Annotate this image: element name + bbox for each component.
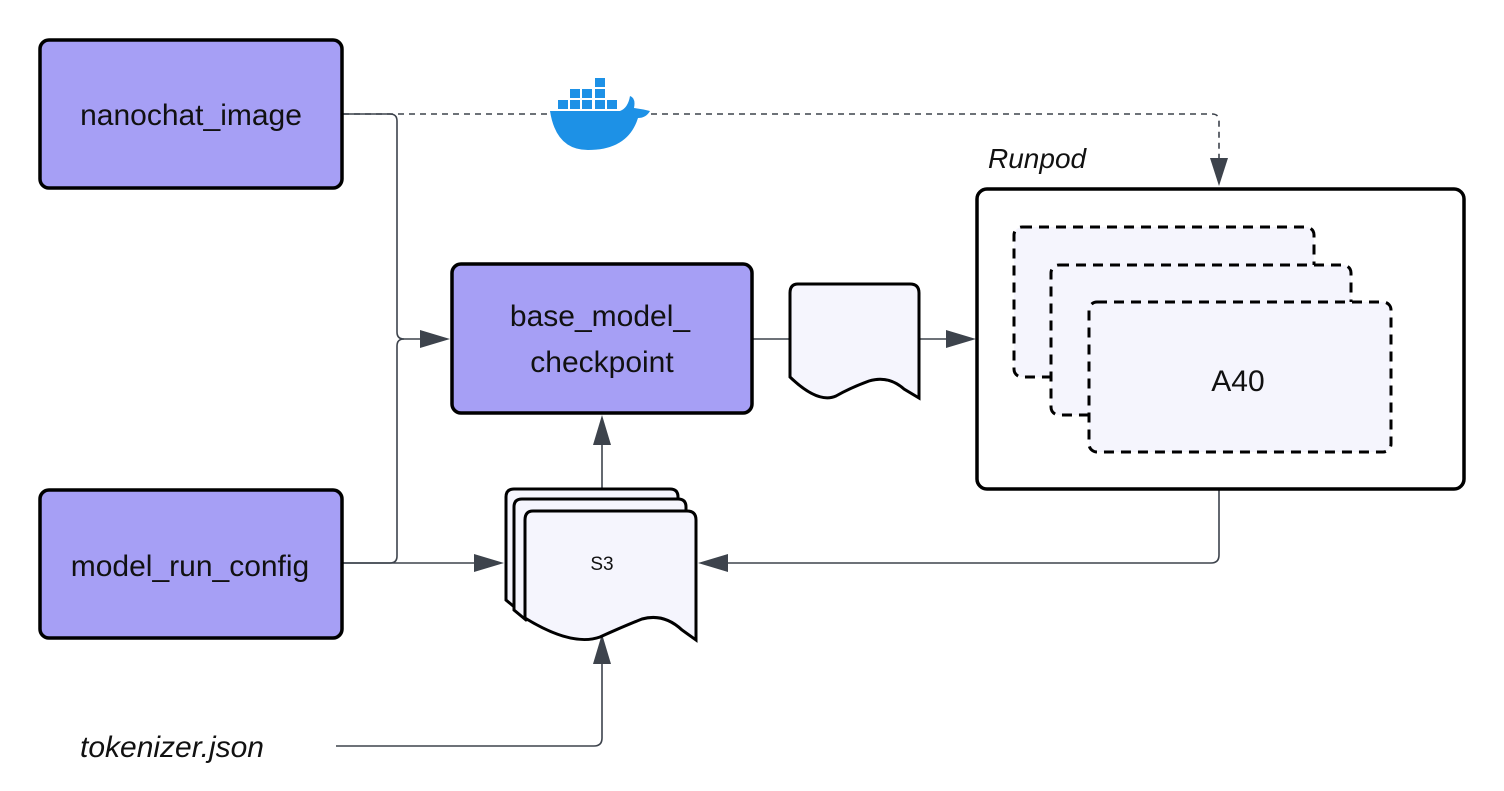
- node-s3[interactable]: S3: [504, 487, 698, 643]
- arrowhead-into-s3-bottom: [593, 634, 611, 664]
- edge-runpod-to-s3: [728, 490, 1220, 564]
- a40-card-front: [1087, 300, 1393, 454]
- arrowhead-into-s3-right: [698, 554, 728, 572]
- nanochat-image-label: nanochat_image: [80, 99, 302, 132]
- arrowhead-into-checkpoint: [420, 330, 450, 348]
- tokenizer-label[interactable]: tokenizer.json: [80, 731, 264, 764]
- arrowhead-into-runpod: [946, 330, 976, 348]
- node-nanochat-image[interactable]: nanochat_image: [38, 38, 344, 190]
- edge-tokenizer-to-s3: [336, 664, 603, 747]
- arrowhead-into-s3-left: [474, 554, 504, 572]
- arrowhead-into-checkpoint-bottom: [593, 415, 611, 445]
- node-a40[interactable]: A40: [1012, 225, 1393, 454]
- checkpoint-label-line2: checkpoint: [530, 346, 674, 379]
- edge-nanochat-to-runpod-dashed: [343, 113, 1220, 158]
- node-model-run-config[interactable]: model_run_config: [38, 488, 344, 640]
- edge-nanochat-to-checkpoint: [343, 113, 420, 340]
- edge-config-to-checkpoint: [343, 338, 405, 564]
- arrowhead-into-runpod-top: [1210, 158, 1228, 186]
- node-base-model-checkpoint[interactable]: base_model_ checkpoint: [450, 262, 754, 415]
- model-run-config-label: model_run_config: [71, 550, 310, 583]
- s3-doc-front: [523, 509, 698, 643]
- s3-label: S3: [590, 554, 613, 575]
- node-checkpoint-document[interactable]: [788, 282, 921, 401]
- docker-whale-icon: [550, 78, 650, 150]
- runpod-label: Runpod: [988, 143, 1088, 174]
- a40-label: A40: [1211, 365, 1264, 398]
- connectors: [336, 113, 1228, 747]
- checkpoint-label-line1: base_model_: [510, 300, 691, 333]
